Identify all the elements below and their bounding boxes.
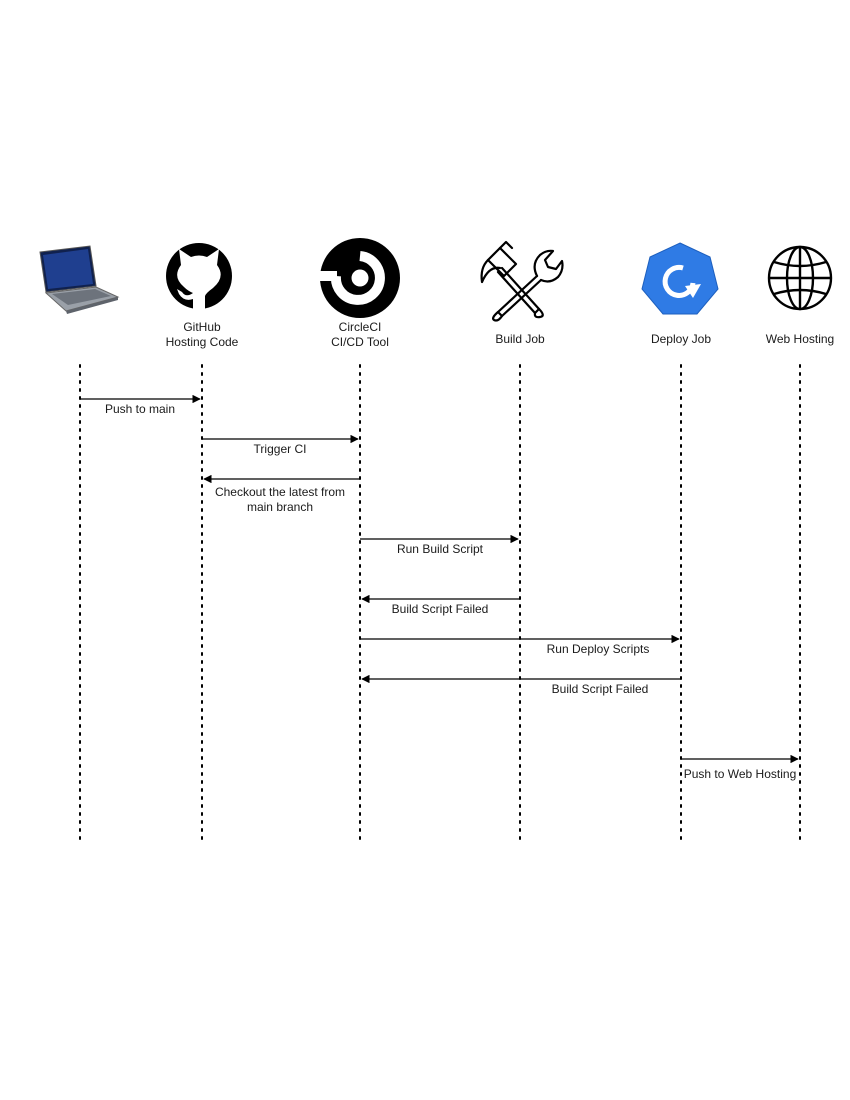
message-label: Build Script Failed <box>552 682 649 696</box>
circleci-icon <box>320 238 400 318</box>
message-label: Trigger CI <box>254 442 307 456</box>
message-label: Checkout the latest from <box>215 485 345 499</box>
participant-label-circleci: CircleCI <box>339 320 382 334</box>
message-label: Push to Web Hosting <box>684 767 797 781</box>
participant-label-build: Build Job <box>495 332 545 346</box>
hammer-wrench-icon <box>480 240 564 322</box>
message-label: Run Deploy Scripts <box>547 642 650 656</box>
globe-icon <box>767 245 833 311</box>
deploy-icon <box>641 242 719 315</box>
participant-label-circleci: CI/CD Tool <box>331 335 389 349</box>
message-label: Run Build Script <box>397 542 484 556</box>
participant-label-github: Hosting Code <box>166 335 239 349</box>
github-icon <box>166 243 232 309</box>
message-label: main branch <box>247 500 313 514</box>
participant-label-web: Web Hosting <box>766 332 834 346</box>
message-label: Push to main <box>105 402 175 416</box>
participant-label-deploy: Deploy Job <box>651 332 711 346</box>
message-label: Build Script Failed <box>392 602 489 616</box>
participant-label-github: GitHub <box>183 320 221 334</box>
laptop-icon <box>39 245 120 314</box>
